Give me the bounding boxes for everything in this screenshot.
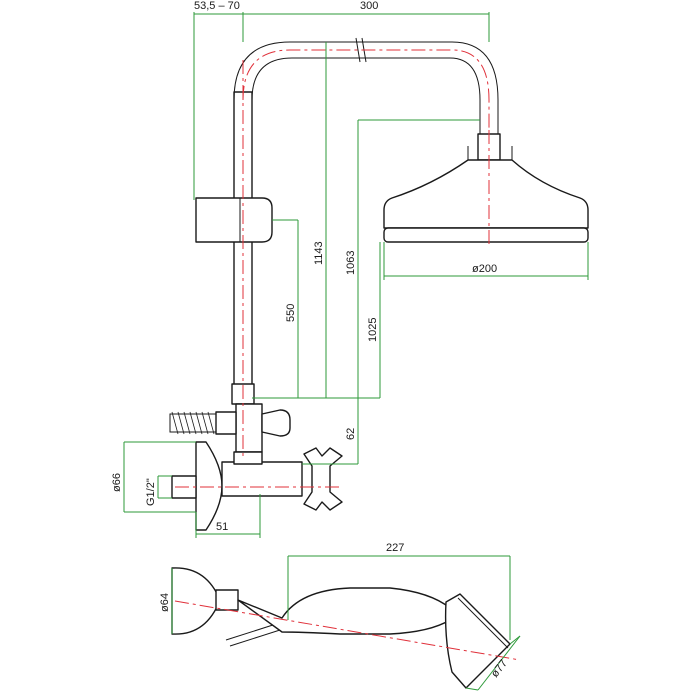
cross-handle [303,447,343,511]
slide-bar-holder [195,197,273,243]
dim-d77 [477,635,521,691]
dimension-lines [123,12,589,691]
d77-ext-bottom [465,687,479,691]
label-offset-range: 53,5 – 70 [194,0,240,12]
hose-spring [171,411,215,435]
dimension-labels: 53,5 – 70 300 1143 1063 1025 550 ø200 62… [111,0,510,680]
wall-flange [195,441,223,531]
arm-axis [242,49,490,134]
overhead-shower-head [383,133,589,243]
mixer-valve [169,403,343,531]
hand-shower-handle [237,587,451,635]
label-head-bottom: 1025 [367,318,379,342]
label-valve-offset: 62 [345,428,357,440]
wall-holder [171,567,221,635]
label-thread: G1/2" [145,478,157,506]
head-rose [383,227,589,243]
hand-shower-assembly [171,567,511,689]
label-arm-length: 300 [360,0,378,12]
head-dome [383,159,589,229]
hose-coil [225,623,281,647]
mixer-body [221,461,303,497]
label-slider-height: 550 [285,304,297,322]
label-flange-depth: 51 [216,521,228,533]
diverter-handle [261,409,291,437]
hand-shower-head [444,593,511,689]
holder-hinge [215,589,239,611]
label-flange-diameter: ø66 [111,473,123,492]
label-handshower-length: 227 [386,542,404,554]
label-holder-diameter: ø64 [159,593,171,612]
shower-arm [233,41,499,134]
upper-valve-body [235,403,263,453]
center-lines [174,49,521,661]
d77-ext-top [509,635,521,645]
mixer-bonnet [233,451,263,465]
hand-shower-axis [174,600,521,661]
hose-outlet-nut [215,411,237,435]
label-riser-total: 1143 [313,241,325,265]
hand-head-rim [457,597,509,649]
label-head-height: 1063 [345,251,357,275]
hose-stub [169,413,217,433]
label-head-diameter: ø200 [472,263,497,275]
